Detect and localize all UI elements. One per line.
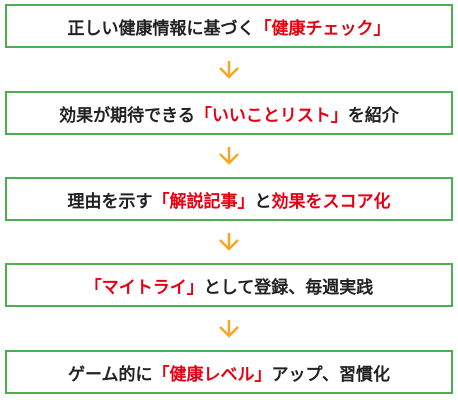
flow-step-1: 正しい健康情報に基づく「健康チェック」 [5,4,453,48]
step-3-highlight: 「解説記事」 [152,191,255,212]
chevron-down-icon [219,61,239,79]
flow-step-2: 効果が期待できる「いいことリスト」を紹介 [5,91,453,135]
step-4-suffix: として登録、毎週実践 [203,277,374,298]
chevron-down-icon [219,147,239,165]
flow-step-5: ゲーム的に「健康レベル」アップ、習慣化 [5,350,453,394]
step-1-highlight: 「健康チェック」 [254,18,391,39]
flow-step-3: 理由を示す「解説記事」と効果をスコア化 [5,177,453,221]
step-2-text: 効果が期待できる [59,105,195,126]
step-1-text: 正しい健康情報に基づく [67,18,255,39]
step-5-highlight: 「健康レベル」 [152,364,272,385]
step-2-suffix: を紹介 [347,105,399,126]
step-2-highlight: 「いいことリスト」 [194,105,348,126]
step-5-suffix: アップ、習慣化 [271,364,391,385]
step-3-text: 理由を示す [67,191,153,212]
chevron-down-icon [219,320,239,338]
step-4-highlight: 「マイトライ」 [84,277,204,298]
chevron-down-icon [219,233,239,251]
step-3-connector: と [254,191,272,212]
step-3-highlight-2: 効果をスコア化 [271,191,391,212]
step-5-text: ゲーム的に [68,364,153,385]
flow-step-4: 「マイトライ」として登録、毎週実践 [5,263,453,307]
